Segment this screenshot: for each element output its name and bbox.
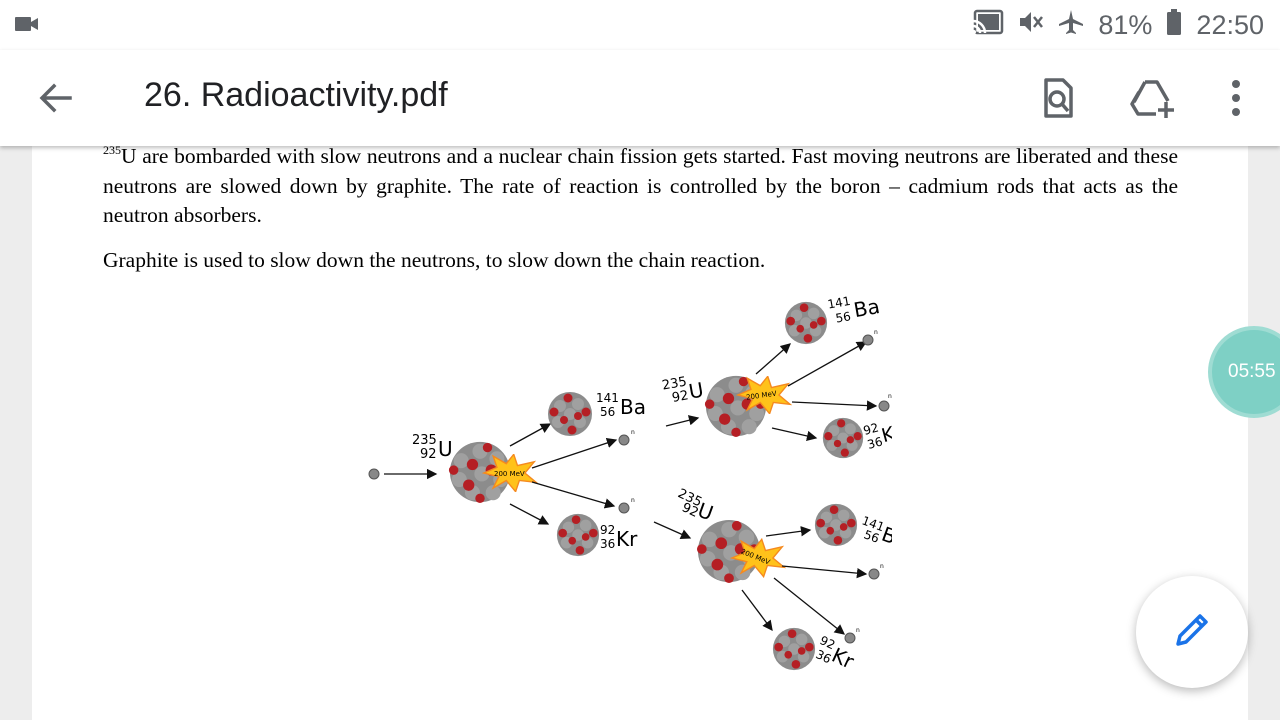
cast-icon [972, 9, 1004, 42]
neutron-particle [844, 632, 856, 644]
uranium-mass-label: 235 [661, 375, 688, 394]
fission-chain-diagram: 200 MeV 235 92 U 141 56 Ba 92 36 Kr n n … [368, 294, 892, 674]
barium-nucleus [814, 503, 858, 547]
uranium-atomic-label: 92 [420, 447, 437, 462]
krypton-mass-label: 92 [600, 523, 615, 537]
document-text: 235U are bombarded with slow neutrons an… [103, 146, 1178, 290]
document-title: 26. Radioactivity.pdf [144, 76, 448, 114]
krypton-atomic-label: 36 [600, 537, 615, 551]
barium-mass-label: 141 [596, 391, 619, 405]
neutron-particle [862, 334, 874, 346]
uranium-atomic-label: 92 [679, 500, 700, 521]
neutron-label: n [631, 497, 635, 504]
neutron-particle [878, 400, 890, 412]
krypton-nucleus [822, 417, 864, 459]
neutron-label: n [880, 563, 884, 570]
neutron-particle [618, 502, 630, 514]
neutron-label: n [631, 429, 635, 436]
krypton-atomic-label: 36 [814, 647, 834, 666]
energy-label: 200 MeV [494, 470, 525, 478]
krypton-symbol-label: Kr [616, 527, 638, 551]
battery-percent: 81% [1098, 9, 1153, 40]
add-to-drive-icon[interactable] [1130, 76, 1174, 120]
airplane-mode-icon [1058, 9, 1084, 42]
uranium-symbol-label: U [687, 378, 706, 404]
neutron-particle [368, 468, 380, 480]
neutron-particle [868, 568, 880, 580]
barium-atomic-label: 56 [862, 527, 881, 545]
neutron-label: n [874, 329, 878, 336]
paragraph-2: Graphite is used to slow down the neutro… [103, 247, 766, 272]
neutron-label: n [856, 627, 860, 634]
krypton-mass-label: 92 [862, 420, 880, 437]
barium-mass-label: 141 [826, 294, 851, 312]
neutron-particle [618, 434, 630, 446]
krypton-nucleus [772, 627, 816, 671]
uranium-atomic-label: 92 [671, 388, 690, 406]
video-camera-icon [14, 14, 40, 39]
pdf-page: 235U are bombarded with slow neutrons an… [32, 146, 1248, 720]
isotope-superscript: 235 [103, 146, 121, 157]
status-bar: 81% 22:50 [0, 0, 1280, 50]
neutron-label: n [888, 393, 892, 400]
barium-nucleus [784, 301, 828, 345]
paragraph-1: 235U are bombarded with slow neutrons an… [103, 146, 1178, 231]
recording-timer[interactable]: 05:55 [1208, 326, 1280, 418]
barium-atomic-label: 56 [600, 405, 615, 419]
barium-symbol-label: Ba [852, 294, 882, 322]
edit-fab-button[interactable] [1136, 576, 1248, 688]
barium-atomic-label: 56 [834, 309, 851, 325]
barium-nucleus [548, 392, 592, 436]
clock: 22:50 [1196, 9, 1264, 40]
krypton-atomic-label: 36 [866, 434, 884, 451]
search-document-icon[interactable] [1036, 76, 1080, 120]
app-bar: 26. Radioactivity.pdf [0, 50, 1280, 146]
uranium-symbol-label: U [438, 437, 453, 461]
vibrate-silent-icon [1018, 9, 1044, 42]
more-vert-icon[interactable] [1218, 76, 1262, 120]
krypton-symbol-label: Kr [879, 421, 892, 448]
paragraph-1-text: U are bombarded with slow neutrons and a… [103, 146, 1178, 227]
krypton-nucleus [556, 513, 600, 557]
edit-pencil-icon [1172, 610, 1212, 655]
uranium-mass-label: 235 [412, 433, 437, 448]
back-arrow-icon[interactable] [34, 76, 78, 120]
battery-icon [1166, 8, 1182, 43]
krypton-mass-label: 92 [818, 633, 838, 652]
barium-symbol-label: Ba [620, 395, 646, 419]
